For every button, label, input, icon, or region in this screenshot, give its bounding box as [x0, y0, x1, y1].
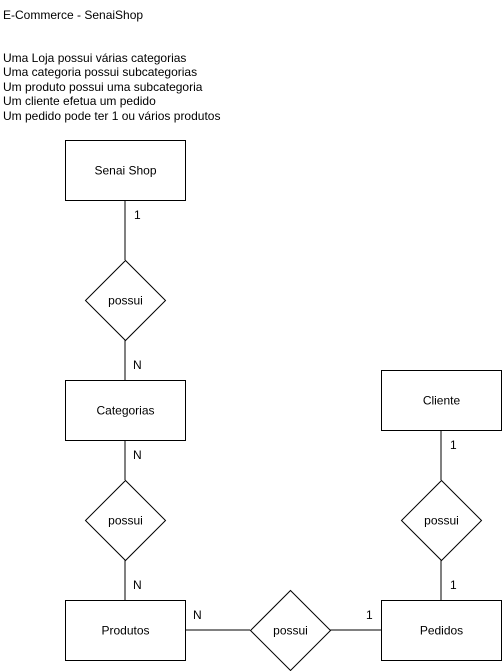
- relationship-label: possui: [108, 514, 143, 528]
- entity-cliente-label: Cliente: [423, 394, 461, 408]
- cardinality-label: N: [133, 578, 142, 592]
- note-line: Uma categoria possui subcategorias: [3, 65, 198, 80]
- cardinality-label: 1: [366, 608, 373, 622]
- cardinality-label: 1: [450, 578, 457, 592]
- relationship-label: possui: [424, 514, 459, 528]
- cardinality-label: N: [193, 608, 202, 622]
- requirements-notes: Uma Loja possui várias categorias Uma ca…: [3, 51, 220, 123]
- cardinality-label: 1: [134, 208, 141, 222]
- relationship-cliente-pedidos-diamond[interactable]: [400, 479, 483, 562]
- entity-categorias-box[interactable]: [65, 380, 186, 441]
- relationship-label: possui: [108, 294, 143, 308]
- entity-pedidos-label: Pedidos: [420, 624, 463, 638]
- entity-produtos-label: Produtos: [101, 624, 149, 638]
- entity-categorias-label: Categorias: [96, 404, 154, 418]
- diagram-title: E-Commerce - SenaiShop: [3, 8, 144, 22]
- entity-produtos-box[interactable]: [65, 600, 186, 661]
- cardinality-label: 1: [450, 438, 457, 452]
- note-line: Um produto possui uma subcategoria: [3, 79, 203, 94]
- cardinality-label: N: [133, 448, 142, 462]
- relationship-label: possui: [273, 624, 308, 638]
- entity-cliente-box[interactable]: [381, 370, 502, 431]
- relationship-shop-categorias-diamond[interactable]: [84, 259, 167, 342]
- cardinality-label: N: [133, 358, 142, 372]
- note-line: Um pedido pode ter 1 ou vários produtos: [3, 108, 221, 123]
- entity-senai-shop-box[interactable]: [65, 140, 186, 201]
- note-line: Um cliente efetua um pedido: [3, 94, 156, 109]
- note-line: Uma Loja possui várias categorias: [3, 51, 187, 65]
- relationship-categorias-produtos-diamond[interactable]: [84, 479, 167, 562]
- entity-senai-shop-label: Senai Shop: [94, 164, 156, 178]
